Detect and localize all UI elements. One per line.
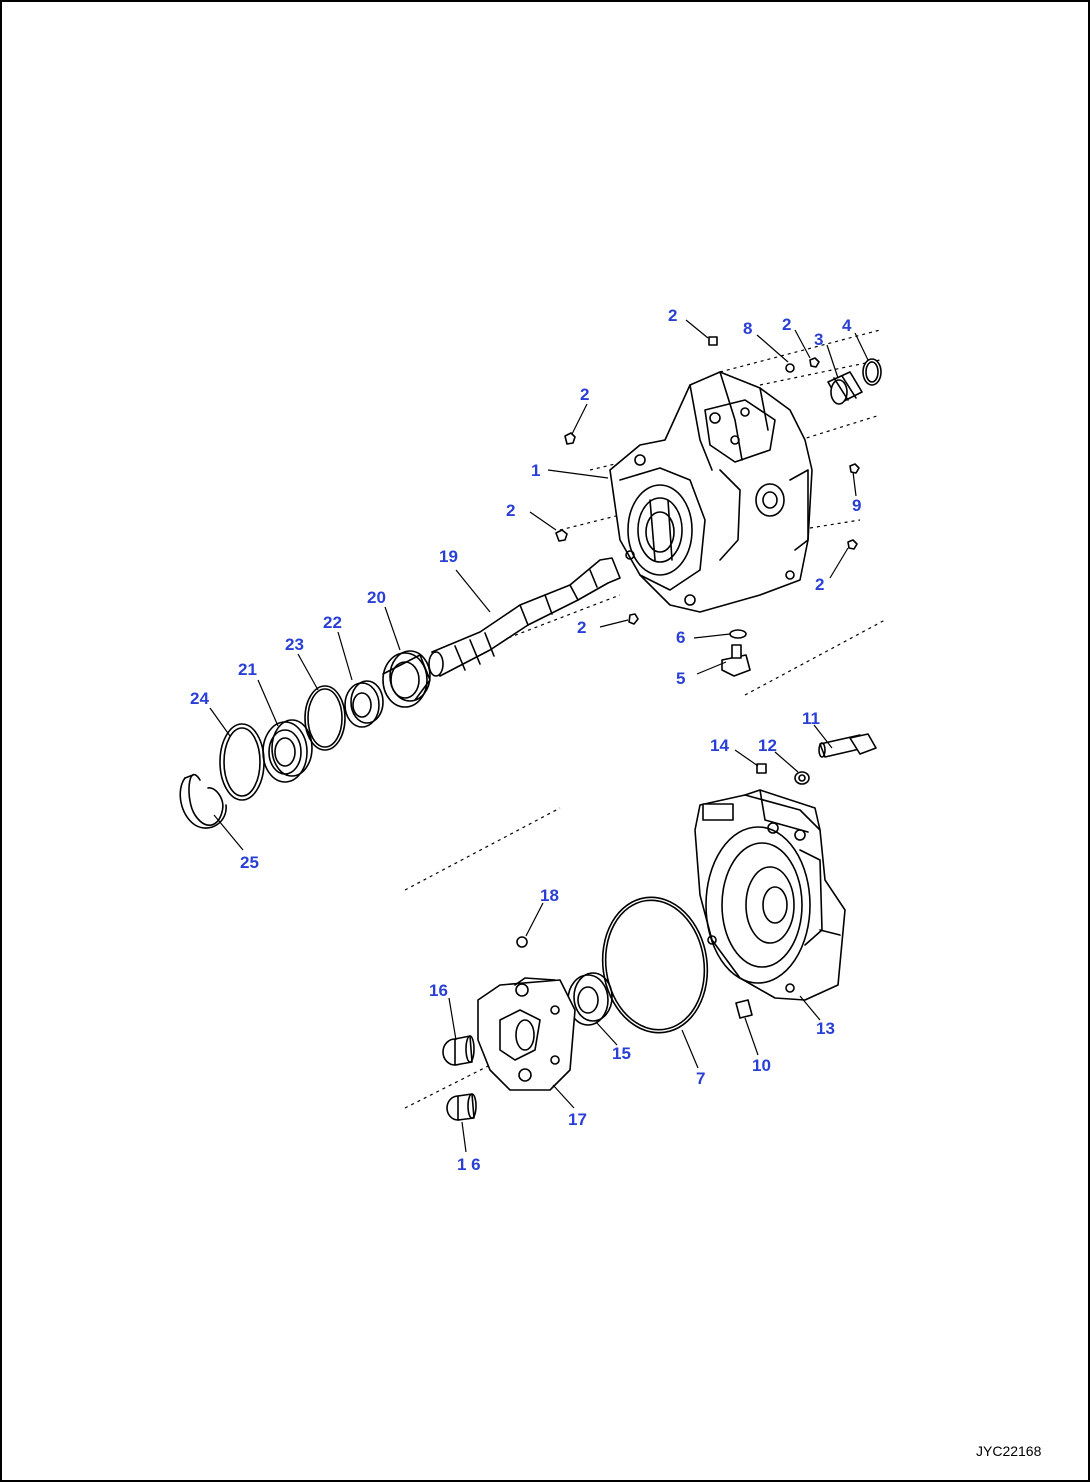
bolt-11	[818, 733, 877, 758]
callout-5: 5	[676, 669, 685, 688]
callout-9: 9	[852, 496, 861, 515]
ring-4	[862, 358, 882, 386]
callout-7: 7	[696, 1069, 705, 1088]
washer-12	[794, 771, 810, 785]
callout-2-top: 2	[668, 306, 677, 325]
callout-11: 11	[802, 709, 820, 728]
callout-24: 24	[190, 689, 209, 708]
callout-18: 18	[540, 886, 559, 905]
callout-17: 17	[568, 1110, 587, 1129]
callout-10: 10	[752, 1056, 771, 1075]
ring-23	[304, 685, 346, 751]
callout-4: 4	[842, 316, 852, 335]
drawing-code: JYC22168	[976, 1443, 1042, 1459]
callout-15: 15	[612, 1044, 631, 1063]
callout-16-lower: 1 6	[457, 1155, 481, 1174]
callout-13: 13	[816, 1019, 835, 1038]
callout-23: 23	[285, 635, 304, 654]
callout-14: 14	[710, 736, 729, 755]
plugs-2	[555, 336, 860, 625]
bushing-16-lower	[446, 1093, 477, 1121]
ball-18	[516, 936, 528, 948]
bushing-16-upper	[442, 1035, 475, 1066]
callout-2-bottom: 2	[577, 618, 586, 637]
callout-2-upper-right: 2	[782, 315, 791, 334]
callout-2-left-top: 2	[580, 385, 589, 404]
callout-19: 19	[439, 547, 458, 566]
pump-main-body	[609, 371, 813, 613]
callout-20: 20	[367, 588, 386, 607]
callout-22: 22	[323, 613, 342, 632]
valve-plate-17	[477, 977, 576, 1091]
callout-8: 8	[743, 319, 752, 338]
seal-21	[262, 719, 313, 783]
pin-10	[735, 999, 753, 1019]
oring-6	[729, 629, 747, 639]
callout-12: 12	[758, 736, 777, 755]
callout-25: 25	[240, 853, 259, 872]
callout-21: 21	[238, 660, 257, 679]
callout-2-left-mid: 2	[506, 501, 515, 520]
bearing-20	[382, 650, 431, 708]
sleeve-3	[827, 371, 863, 405]
callout-3: 3	[814, 330, 823, 349]
callout-labels: 2 8 2 3 4 2 1 9 2 2 19 20 22 23 2 6 5 21…	[190, 306, 861, 1174]
leader-lines	[209, 319, 869, 1153]
callout-6: 6	[676, 628, 685, 647]
ball-8	[785, 363, 795, 373]
housing-13	[694, 789, 846, 1001]
bearing-22	[344, 680, 384, 728]
callout-2-right-lower: 2	[815, 575, 824, 594]
snap-ring-25	[179, 773, 227, 829]
plug-14	[756, 763, 767, 774]
shaft-19	[428, 557, 621, 677]
callout-16-upper: 16	[429, 981, 448, 1000]
oring-7	[601, 896, 709, 1034]
ring-24	[219, 723, 265, 801]
callout-1: 1	[531, 461, 540, 480]
bearing-15	[567, 972, 613, 1026]
fitting-5	[721, 644, 751, 677]
